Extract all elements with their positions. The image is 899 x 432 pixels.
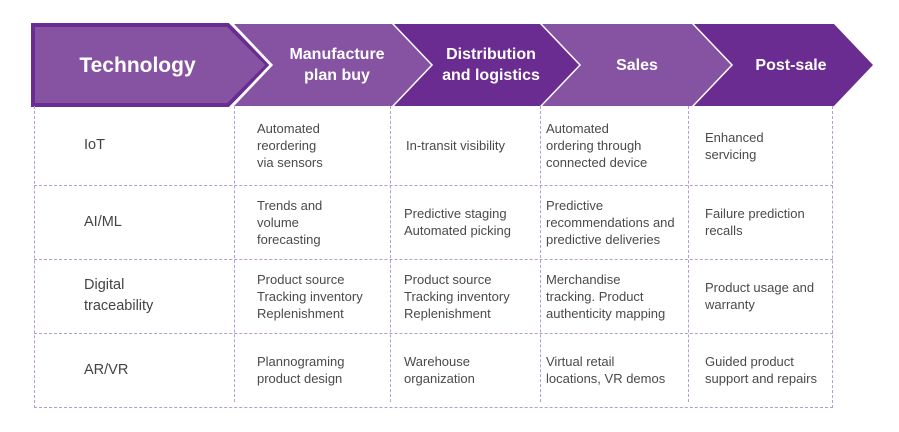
matrix-cell: Automated reordering via sensors [257, 121, 323, 170]
grid-line [390, 106, 391, 402]
matrix-cell: Merchandise tracking. Product authentici… [546, 271, 666, 321]
matrix-cell: Failure prediction recalls [705, 206, 805, 238]
technology-header-label: Technology [79, 53, 196, 77]
stage-label-manufacture: Manufacture plan buy [289, 46, 385, 84]
grid-line [34, 185, 833, 186]
matrix-cell: Guided product support and repairs [705, 354, 818, 386]
stage-label-sales: Sales [616, 56, 658, 74]
grid-line [688, 106, 689, 402]
chevron-post-sale [692, 24, 873, 106]
matrix-cell: Enhanced servicing [705, 129, 764, 162]
matrix-cell: Virtual retail locations, VR demos [546, 354, 666, 386]
technology-matrix: IoT Automated reordering via sensors In-… [34, 106, 833, 408]
stage-label-post-sale: Post-sale [755, 56, 827, 74]
chevron-distribution [392, 24, 579, 106]
chevron-manufacture [232, 24, 431, 106]
matrix-cell: In-transit visibility [406, 138, 505, 153]
matrix-cell: Warehouse organization [404, 354, 475, 386]
stage-label-distribution: Distribution and logistics [442, 46, 540, 84]
row-header-ai-ml: AI/ML [84, 213, 122, 230]
grid-line [234, 106, 235, 402]
chevron-sales [540, 24, 731, 106]
grid-line [34, 106, 35, 408]
grid-line [540, 106, 541, 402]
matrix-cell: Product source Tracking inventory Replen… [257, 271, 363, 321]
grid-line [34, 333, 833, 334]
chevron-technology [31, 23, 271, 107]
grid-line [34, 259, 833, 260]
matrix-cell: Trends and volume forecasting [257, 197, 323, 247]
row-header-iot: IoT [84, 137, 105, 153]
matrix-cell: Product source Tracking inventory Replen… [404, 271, 510, 321]
grid-line [34, 407, 833, 408]
grid-line [832, 106, 833, 408]
matrix-cell: Predictive recommendations and predictiv… [546, 197, 675, 247]
matrix-cell: Predictive staging Automated picking [404, 206, 511, 238]
matrix-cell: Product usage and warranty [705, 280, 815, 312]
matrix-cell: Automated ordering through connected dev… [546, 121, 648, 170]
matrix-cell: Plannograming product design [257, 354, 345, 386]
row-header-ar-vr: AR/VR [84, 361, 129, 378]
row-header-digital-traceability: Digital traceability [84, 277, 154, 314]
